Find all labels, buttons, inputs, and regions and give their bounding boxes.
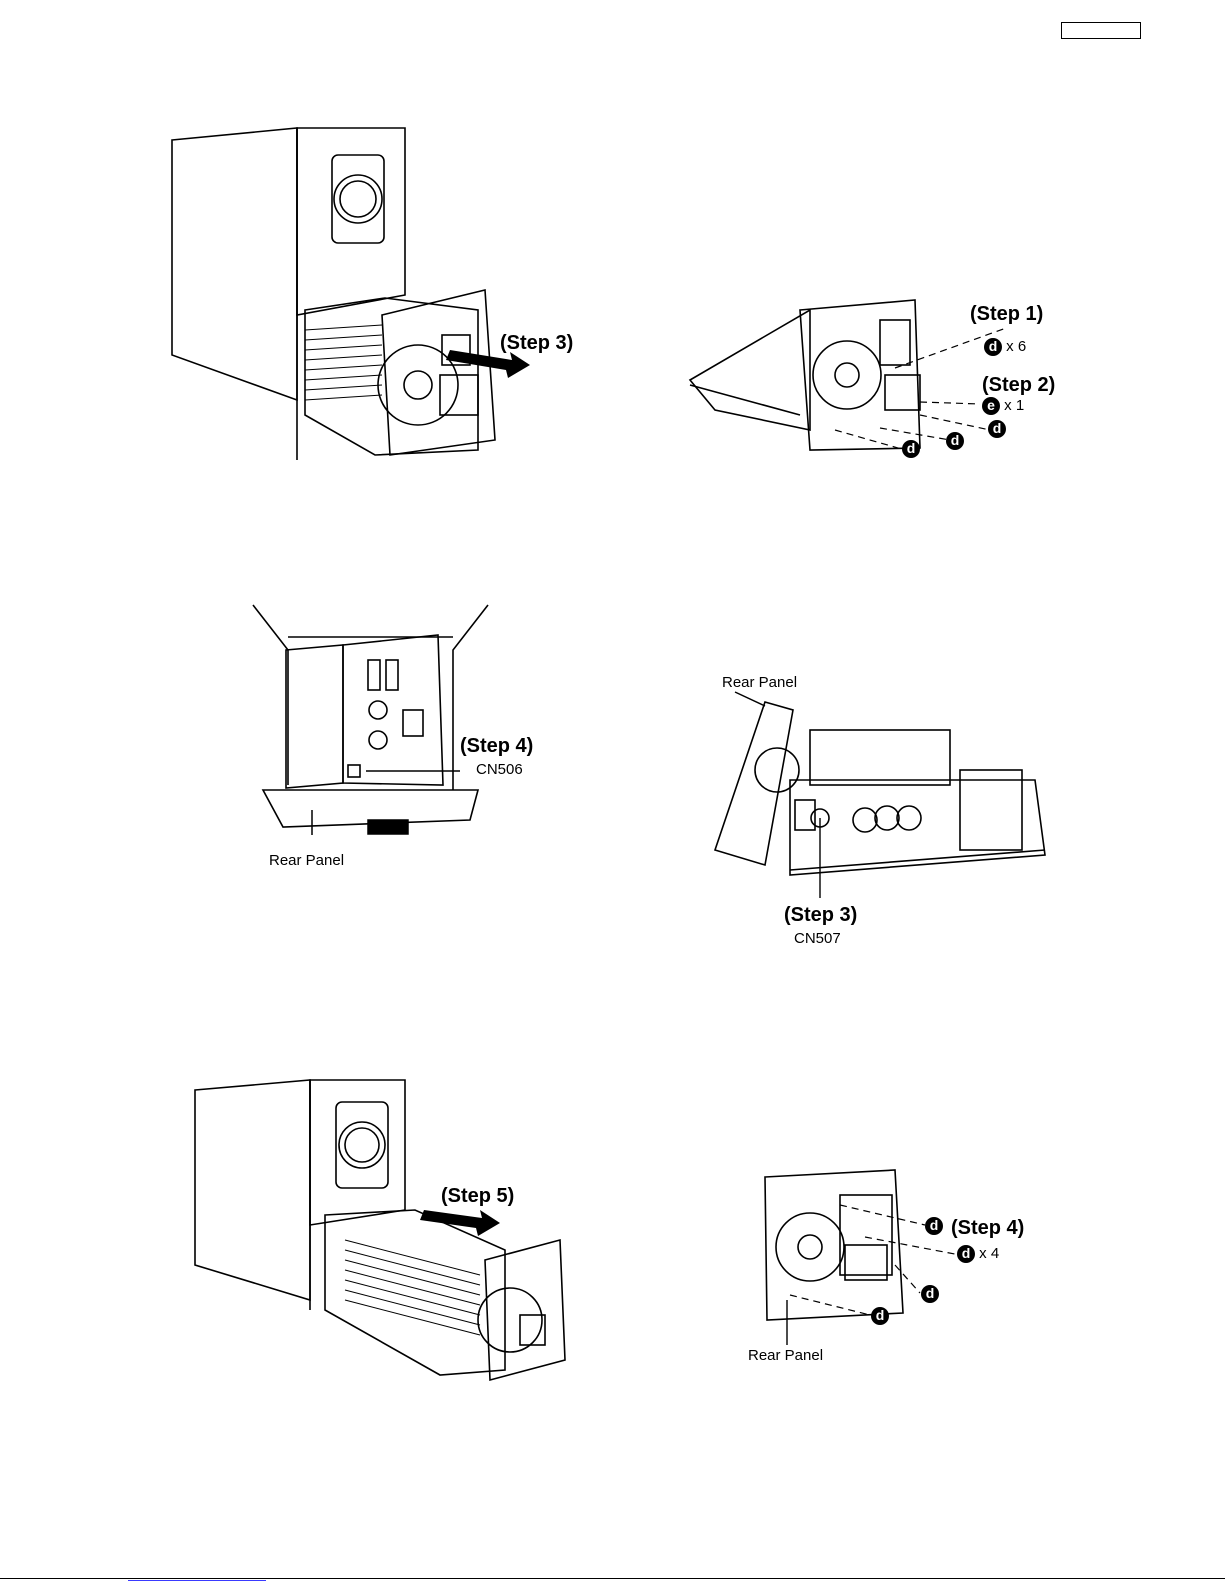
qty-d-label: x 6 (1006, 338, 1026, 355)
screw-e-icon: e (982, 397, 1000, 415)
screw-d-icon: d (946, 432, 964, 450)
figure-6-screw-d-marker-3: d (871, 1307, 889, 1325)
screw-d-icon: d (902, 440, 920, 458)
figure-2-screw-d-qty: d x 6 (984, 338, 1026, 356)
screw-d-icon: d (925, 1217, 943, 1235)
qty-e-label: x 1 (1004, 397, 1024, 414)
figure-5-step-label: (Step 5) (441, 1185, 514, 1208)
figure-4-connector-label: CN507 (794, 930, 841, 947)
qty-d-label: x 4 (979, 1245, 999, 1262)
figure-6-panel-label: Rear Panel (748, 1347, 823, 1364)
screw-d-icon: d (871, 1307, 889, 1325)
screw-d-icon: d (921, 1285, 939, 1303)
figure-6-drawing (745, 1165, 1045, 1350)
page-number-box (1061, 22, 1141, 39)
figure-4-drawing (705, 670, 1055, 950)
figure-3-panel-label: Rear Panel (269, 852, 344, 869)
screw-d-icon: d (984, 338, 1002, 356)
figure-4-cn507-connector: Rear Panel (Step 3) CN507 (705, 670, 1055, 950)
figure-1-step-label: (Step 3) (500, 332, 573, 355)
figure-6-rear-panel-removal: d (Step 4) d x 4 d d Rear Panel (745, 1165, 1045, 1350)
footer-link[interactable] (128, 1580, 266, 1581)
figure-2-step2-label: (Step 2) (982, 374, 1055, 397)
footer-rule (0, 1578, 1225, 1579)
figure-3-connector-label: CN506 (476, 761, 523, 778)
figure-6-screw-d-marker-1: d (925, 1217, 943, 1235)
figure-2-step1-label: (Step 1) (970, 303, 1043, 326)
figure-2-screw-d-marker-3: d (902, 440, 920, 458)
figure-6-step-label: (Step 4) (951, 1217, 1024, 1240)
figure-2-screw-e-qty: e x 1 (982, 397, 1024, 415)
figure-5-drawing (190, 1070, 590, 1390)
figure-6-screw-d-marker-2: d (921, 1285, 939, 1303)
figure-5-chassis-removal: (Step 5) (190, 1070, 590, 1390)
figure-2-rear-panel-screws: (Step 1) d x 6 (Step 2) e x 1 d d d (680, 290, 1080, 465)
figure-1-drawer-pull: (Step 3) (160, 120, 600, 470)
figure-4-step-label: (Step 3) (784, 904, 857, 927)
figure-2-screw-d-marker-1: d (988, 420, 1006, 438)
screw-d-icon: d (957, 1245, 975, 1263)
figure-1-drawing (160, 120, 600, 470)
screw-d-icon: d (988, 420, 1006, 438)
figure-4-panel-label: Rear Panel (722, 674, 797, 691)
pull-arrow-icon (420, 1210, 500, 1236)
figure-3-step-label: (Step 4) (460, 735, 533, 758)
figure-3-cn506-connector: (Step 4) CN506 Rear Panel (248, 605, 548, 875)
figure-6-screw-d-qty: d x 4 (957, 1245, 999, 1263)
figure-2-screw-d-marker-2: d (946, 432, 964, 450)
